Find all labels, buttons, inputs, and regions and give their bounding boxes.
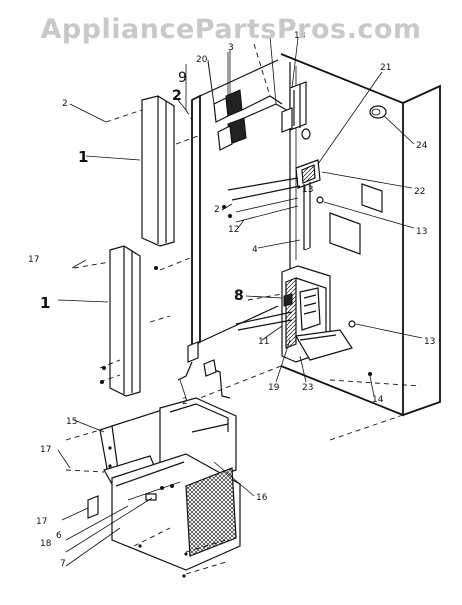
callout-label: 9 (178, 70, 187, 86)
callout-label: 15 (66, 417, 77, 427)
callout-label: 7 (60, 559, 66, 569)
callout-label: 24 (416, 141, 428, 151)
callout-label: 17 (36, 517, 47, 527)
callout-label: 3 (228, 43, 234, 53)
callout-label: 2 (182, 397, 188, 407)
lower-dispenser-assembly (235, 265, 353, 363)
callout-labels: 1 1 2 2 2 2 3 4 6 7 8 9 11 12 13 13 13 1… (28, 31, 435, 569)
callout-label: 6 (56, 531, 62, 541)
bottom-guide-lines (65, 429, 227, 578)
callout-label: 2 (172, 88, 182, 104)
callout-label: 21 (380, 63, 391, 73)
callout-label: 17 (28, 255, 39, 265)
wire-harness (177, 341, 231, 399)
callout-label: 12 (228, 225, 239, 235)
callout-label: 4 (252, 245, 258, 255)
screw-markers (100, 196, 372, 384)
air-duct-panel (185, 59, 279, 348)
thermostat-bracket (227, 159, 321, 251)
callout-label: 18 (40, 539, 52, 549)
callout-label: 2 (62, 99, 68, 109)
callout-label: 2 (214, 205, 220, 215)
rear-wall-labels (329, 183, 383, 255)
evaporator-cover-lower (109, 245, 141, 397)
callout-label: 13 (294, 31, 305, 41)
callout-label: 23 (302, 383, 313, 393)
evaporator-cover-upper (141, 95, 175, 247)
callout-label: 11 (258, 337, 269, 347)
callout-label: 1 (40, 294, 50, 312)
callout-label: 14 (372, 395, 384, 405)
callout-label: 13 (424, 337, 435, 347)
callout-label: 13 (416, 227, 427, 237)
callout-label: 8 (234, 288, 244, 304)
callout-label: 13 (302, 185, 313, 195)
hardware-item-24 (369, 105, 387, 119)
callout-label: 20 (196, 55, 208, 65)
damper-control-assembly (281, 81, 311, 140)
callout-label: 19 (268, 383, 280, 393)
callout-label: 17 (40, 445, 51, 455)
callout-label: 22 (414, 187, 425, 197)
watermark-text: AppliancePartsPros.com (40, 14, 422, 45)
leader-lines (57, 35, 423, 567)
callout-label: 16 (256, 493, 268, 503)
callout-label: 1 (78, 148, 88, 166)
fan-motor-assembly (207, 43, 291, 151)
